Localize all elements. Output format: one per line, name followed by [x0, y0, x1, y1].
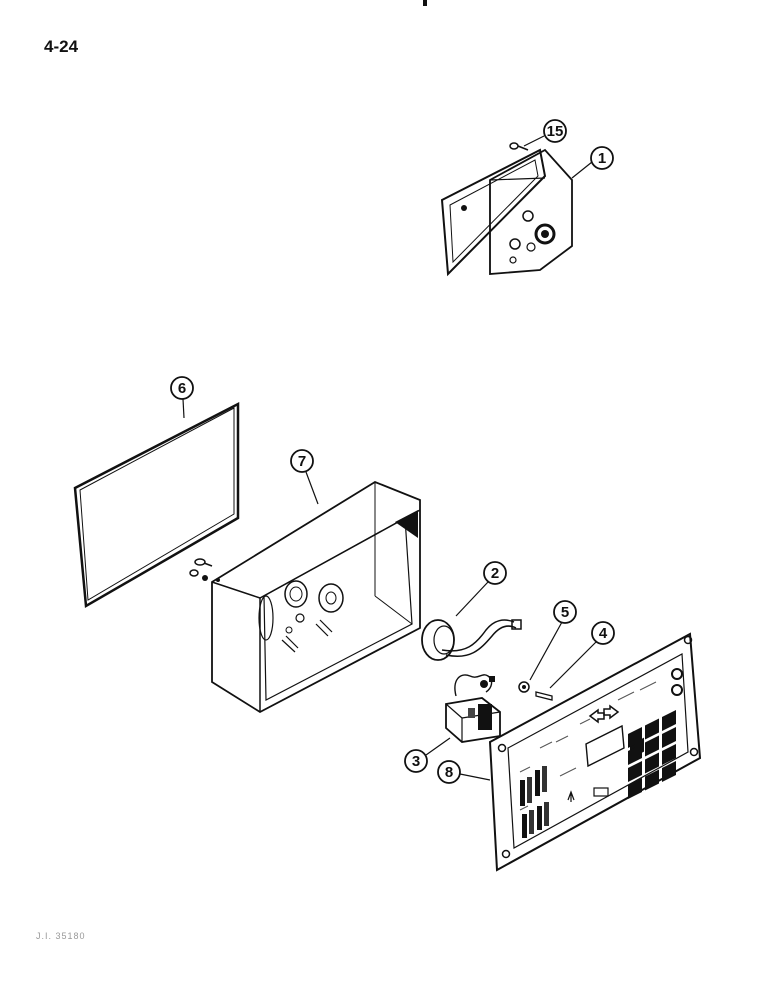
part-7-screws	[189, 558, 213, 581]
callout-6-label: 6	[178, 380, 186, 397]
callout-2-label: 2	[491, 565, 499, 582]
keypad-key	[662, 744, 676, 765]
part-2-transducer	[421, 619, 522, 661]
keypad-key	[645, 735, 659, 757]
callout-4	[591, 621, 615, 645]
callout-3-label: 3	[412, 753, 420, 770]
keypad-key	[645, 718, 659, 740]
part-8-display	[585, 724, 625, 768]
part-7-front-housing	[189, 480, 421, 714]
part-6-frame	[73, 401, 240, 609]
callout-4-label: 4	[599, 625, 608, 642]
callout-8	[437, 760, 461, 784]
callout-15	[543, 119, 567, 143]
part-8-front-panel	[488, 632, 702, 872]
part-5-nut	[518, 681, 530, 693]
callout-8-label: 8	[445, 764, 453, 781]
callout-7	[290, 449, 314, 473]
callout-5	[553, 600, 577, 624]
callout-2	[483, 561, 507, 585]
part-1-flange	[440, 148, 547, 277]
callout-3	[404, 749, 428, 773]
keypad-key	[645, 769, 659, 791]
keypad-key	[662, 761, 676, 782]
keypad-key	[628, 727, 642, 748]
callout-1	[590, 146, 614, 170]
top-tick	[423, 0, 427, 6]
page-number: 4-24	[44, 37, 79, 56]
part-4-pin	[535, 691, 553, 701]
callouts: 15 1 6 7 2 5 4 3 8	[170, 119, 615, 784]
keypad-key	[628, 778, 642, 799]
part-1-connector-large	[534, 223, 556, 245]
part-8-bar-gauges	[520, 766, 549, 838]
part-1-connector-top	[522, 210, 534, 222]
part-15-screw	[509, 142, 529, 151]
callout-7-label: 7	[298, 453, 306, 470]
keypad-keys	[628, 710, 676, 799]
callout-6	[170, 376, 194, 400]
keypad-key	[662, 727, 676, 748]
part-3-switch-block	[445, 674, 501, 743]
callout-1-label: 1	[598, 150, 606, 167]
footer-mark: J.I. 35180	[36, 931, 86, 941]
keypad-key	[645, 752, 659, 774]
keypad-key	[628, 744, 642, 765]
part-1-rear-housing	[440, 142, 573, 277]
callout-5-label: 5	[561, 604, 569, 621]
callout-15-label: 15	[547, 123, 564, 140]
keypad-key	[662, 710, 676, 731]
keypad-key	[628, 761, 642, 782]
